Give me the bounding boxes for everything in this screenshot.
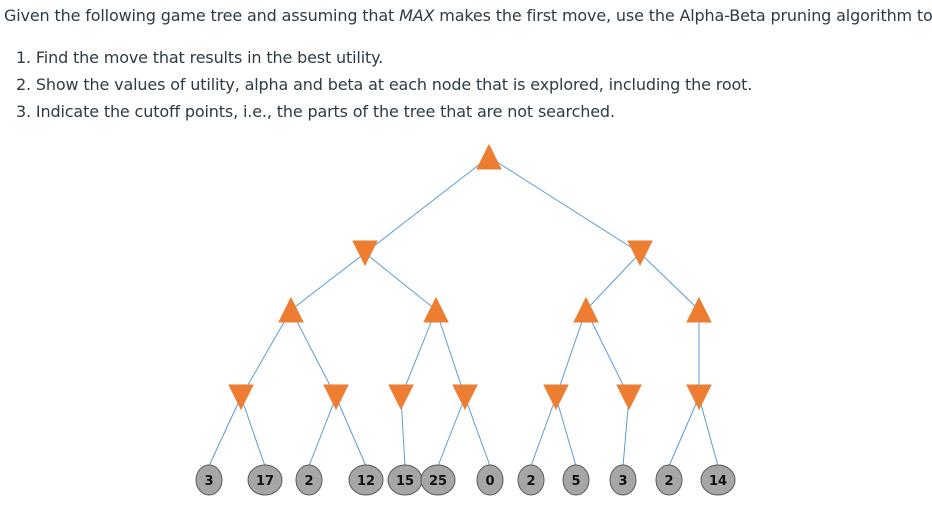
leaf-node: [517, 464, 545, 496]
leaf-value: 5: [571, 474, 580, 489]
leaf-value: 2: [304, 474, 313, 489]
max-node: [476, 143, 502, 170]
leaf-edge: [335, 396, 367, 467]
instruction-list: 1. Find the move that results in the bes…: [16, 44, 752, 125]
leaf-edge: [308, 396, 337, 467]
leaf-value: 3: [618, 474, 627, 489]
leaf-edge: [530, 396, 557, 467]
leaf-value: 0: [485, 474, 494, 489]
max-node: [423, 296, 449, 323]
tree-edge: [364, 252, 437, 311]
leaf-edge: [464, 396, 491, 467]
tree-edge: [555, 309, 587, 398]
max-node: [278, 296, 304, 323]
min-node: [228, 384, 254, 411]
leaf-node: [195, 464, 223, 496]
leaf-node: [348, 464, 384, 496]
tree-edge: [400, 309, 437, 398]
leaf-value: 12: [357, 474, 375, 489]
intro-after: makes the first move, use the Alpha-Beta…: [434, 6, 932, 25]
min-node: [627, 240, 653, 267]
leaf-edge: [240, 396, 266, 467]
max-node: [686, 296, 712, 323]
intro-max: MAX: [399, 6, 435, 25]
min-node: [352, 240, 378, 267]
leaf-node: [247, 464, 283, 496]
leaf-node: [295, 464, 323, 496]
leaf-value: 15: [396, 474, 414, 489]
instruction-step-2: 2. Show the values of utility, alpha and…: [16, 75, 753, 94]
leaf-node: [655, 464, 683, 496]
min-node: [543, 384, 569, 411]
instruction-step-1: 1. Find the move that results in the bes…: [16, 48, 384, 67]
tree-edge: [290, 309, 337, 398]
min-node: [452, 384, 478, 411]
min-node: [616, 384, 642, 411]
tree-edge: [435, 309, 466, 398]
tree-edge: [488, 156, 641, 254]
leaf-value: 3: [204, 474, 213, 489]
min-node: [686, 384, 712, 411]
leaf-node: [700, 464, 736, 496]
max-node: [573, 296, 599, 323]
leaf-value: 17: [256, 474, 274, 489]
leaf-edge: [437, 396, 466, 467]
leaf-edge: [208, 396, 242, 467]
leaf-edge: [698, 396, 719, 467]
tree-nodes: [228, 143, 712, 411]
instruction-step-3: 3. Indicate the cutoff points, i.e., the…: [16, 102, 615, 121]
tree-edges: [208, 156, 719, 467]
leaf-node: [609, 464, 637, 496]
tree-edge: [364, 156, 490, 254]
leaf-node: [476, 464, 504, 496]
leaf-value: 2: [664, 474, 673, 489]
tree-edge: [240, 309, 292, 398]
tree-edge: [585, 309, 630, 398]
min-node: [323, 384, 349, 411]
leaf-edge: [668, 396, 700, 467]
question-intro: Given the following game tree and assumi…: [4, 5, 932, 27]
leaf-node: [562, 464, 590, 496]
leaf-value: 25: [429, 474, 447, 489]
min-node: [388, 384, 414, 411]
leaf-value: 2: [526, 474, 535, 489]
intro-before: Given the following game tree and assumi…: [4, 6, 400, 25]
leaf-value: 14: [709, 474, 727, 489]
tree-edge: [639, 252, 700, 311]
leaf-edge: [622, 396, 630, 467]
leaf-node: [420, 464, 456, 496]
tree-edge: [290, 252, 366, 311]
tree-edge: [585, 252, 641, 311]
leaf-edge: [555, 396, 577, 467]
